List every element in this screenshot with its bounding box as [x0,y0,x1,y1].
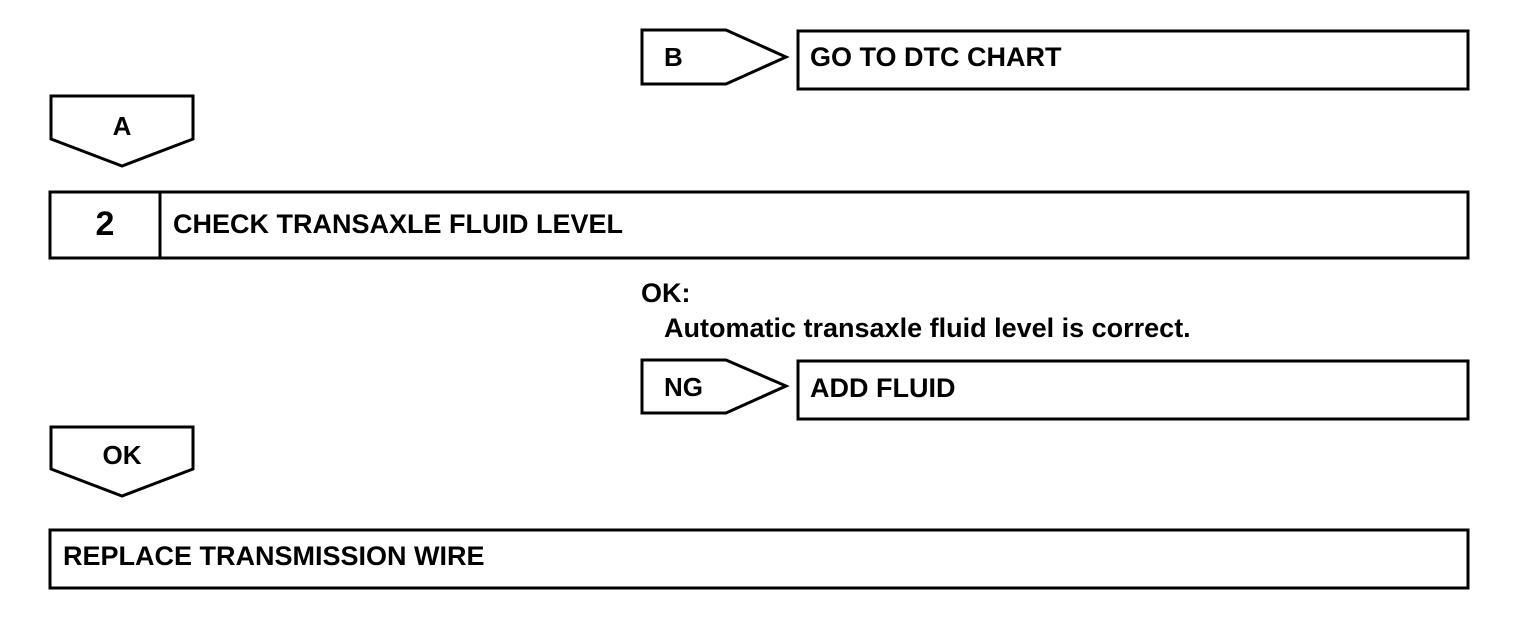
criteria-text: Automatic transaxle fluid level is corre… [664,313,1191,343]
result-ok-label: OK [102,440,142,470]
criteria-heading: OK: [641,278,691,308]
branch-ng-arrow [640,358,790,415]
result-ok-down-arrow [49,425,195,498]
step-2-box [48,190,1470,260]
dtc-chart-label: GO TO DTC CHART [810,42,1062,72]
branch-ng-label: NG [664,372,703,402]
final-step-box [48,528,1470,590]
branch-b-arrow [640,28,790,86]
add-fluid-box [796,359,1470,421]
dtc-chart-box [796,29,1470,91]
final-step-title: REPLACE TRANSMISSION WIRE [63,541,485,571]
step-2-number: 2 [95,205,115,243]
result-a-down-arrow [49,94,195,168]
result-a-label: A [112,111,132,141]
add-fluid-label: ADD FLUID [810,373,956,403]
step-2-title: CHECK TRANSAXLE FLUID LEVEL [173,209,624,239]
branch-b-label: B [664,42,683,72]
